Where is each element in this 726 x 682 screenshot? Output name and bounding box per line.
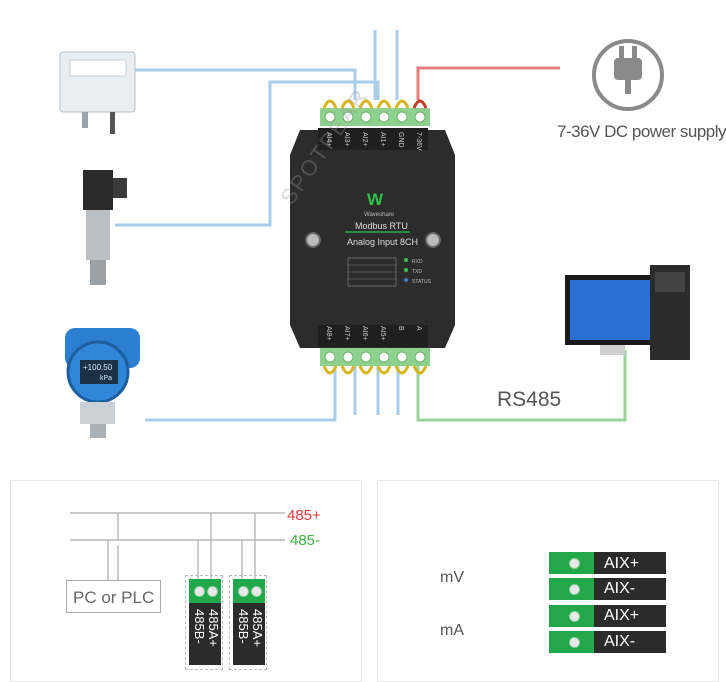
aix-block-4 <box>594 631 666 653</box>
power-supply-label: 7-36V DC power supply <box>557 122 726 141</box>
rs485-terminal-1: 485A+ 485B- <box>185 575 223 670</box>
module-brand-text: Waveshare <box>364 212 395 218</box>
bottom-pin-label: AI8+ <box>325 326 332 341</box>
ma-source-label: mA <box>440 622 464 639</box>
pc-plc-label: PC or PLC <box>73 588 155 607</box>
terminal-green-4 <box>549 631 594 653</box>
aix-plus-label: AIX+ <box>604 555 640 572</box>
top-pin-label: AI4+ <box>325 132 332 147</box>
signal-wires <box>115 30 400 422</box>
terminal-green-3 <box>549 605 594 627</box>
top-pin-label: AI3+ <box>343 132 350 147</box>
bottom-pin-label: B <box>397 326 404 331</box>
bus-minus-label: 485- <box>290 532 321 549</box>
top-terminal-strip <box>320 99 430 126</box>
rs485-terminal-2: 485A+ 485B- <box>229 575 267 670</box>
bottom-pin-label: A <box>415 326 422 331</box>
bottom-pin-label: AI7+ <box>343 326 350 341</box>
bottom-terminal-strip <box>320 348 430 375</box>
aix-block-1 <box>594 552 666 574</box>
brand-logo: W <box>367 190 384 209</box>
terminal-green-2 <box>549 578 594 600</box>
analog-wiring-panel <box>377 480 719 682</box>
top-pin-label: AI1+ <box>379 132 386 147</box>
aix-minus-label: AIX- <box>604 580 636 597</box>
rs485-wire <box>416 350 627 422</box>
terminal-label-a: 485A+ <box>206 609 221 647</box>
top-pin-label: 7-36V <box>415 132 422 151</box>
terminal-label-a: 485A+ <box>250 609 265 647</box>
temperature-humidity-sensor <box>59 51 136 134</box>
aix-plus-label: AIX+ <box>604 607 640 624</box>
modbus-module: W <box>290 128 455 348</box>
gauge-display-unit: kPa <box>100 375 112 382</box>
terminal-label-b: 485B- <box>192 609 207 644</box>
pressure-transmitter <box>83 170 127 285</box>
rs485-label: RS485 <box>497 388 562 411</box>
top-pin-label: AI2+ <box>361 132 368 147</box>
bus-plus-label: 485+ <box>287 507 321 524</box>
mv-source-label: mV <box>440 569 464 586</box>
gauge-display-value: +100.50 <box>83 363 113 372</box>
led-label: STATUS <box>412 279 432 285</box>
terminal-label-b: 485B- <box>236 609 251 644</box>
terminal-green-1 <box>549 552 594 574</box>
power-wire <box>416 66 560 100</box>
led-label: RXD <box>412 259 423 265</box>
module-title-line1: Modbus RTU <box>355 221 408 231</box>
aix-block-3 <box>594 605 666 627</box>
bottom-pin-label: AI5+ <box>379 326 386 341</box>
desktop-computer <box>565 265 690 360</box>
module-title-line2: Analog Input 8CH <box>347 237 418 247</box>
wiring-diagram: W <box>59 30 690 438</box>
power-plug-icon <box>592 39 664 111</box>
bottom-pin-label: AI6+ <box>361 326 368 341</box>
pc-plc-box <box>66 580 161 613</box>
led-label: TXD <box>412 269 422 275</box>
aix-block-2 <box>594 578 666 600</box>
aix-minus-label: AIX- <box>604 633 636 650</box>
smart-pressure-gauge <box>65 328 140 438</box>
top-pin-label: GND <box>397 132 404 148</box>
